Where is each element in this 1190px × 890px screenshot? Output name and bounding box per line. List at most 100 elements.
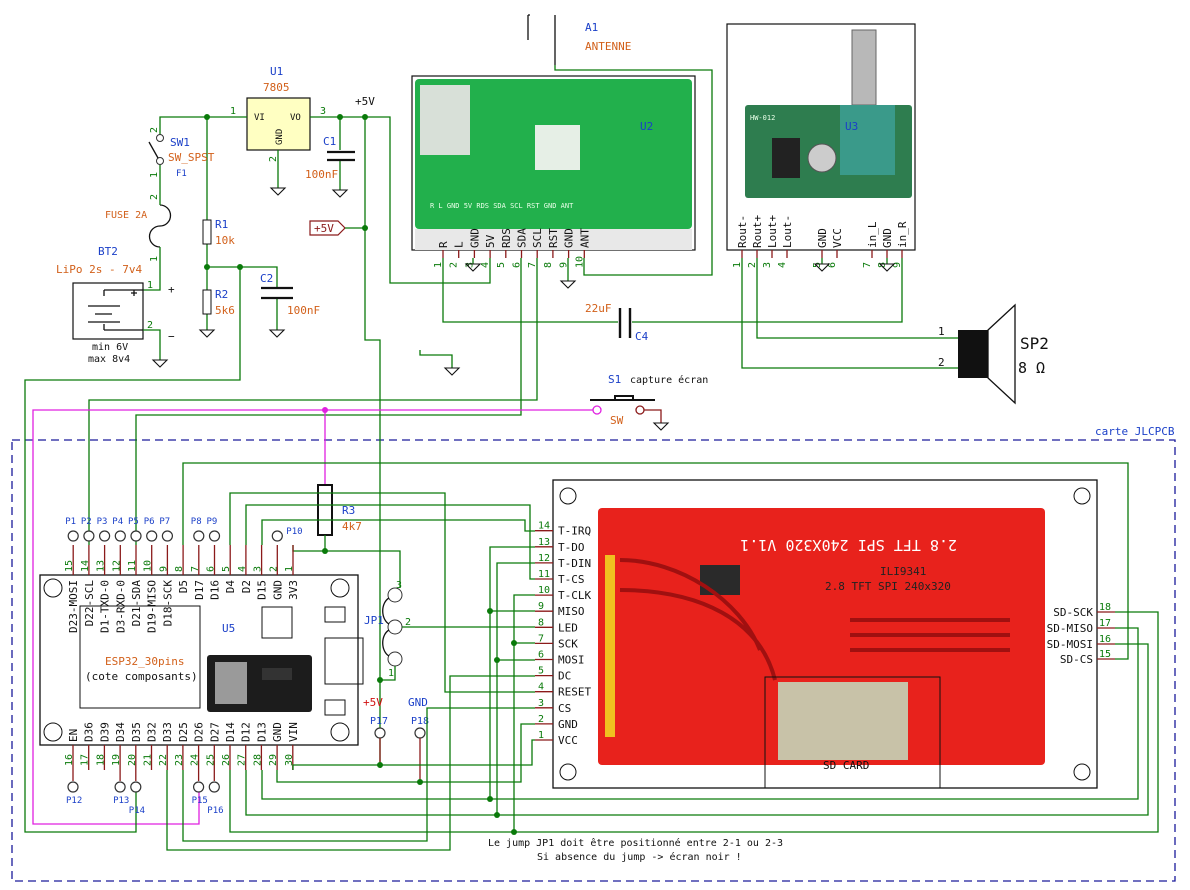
tft-pin-number: 10 — [538, 585, 550, 596]
radio-pin-number: 1 — [433, 262, 444, 268]
esp32-pin-label: D34 — [114, 722, 127, 742]
jumper-jp1[interactable]: JP1 3 2 1 — [364, 580, 411, 679]
svg-text:1: 1 — [149, 172, 160, 178]
amp-pin-8: GND 8 — [877, 228, 894, 268]
testpoint-p2[interactable]: P2 — [81, 517, 95, 542]
switch-sw1[interactable]: SW1 SW_SPST F1 2 1 — [148, 127, 215, 200]
testpoint-p13[interactable]: P13 — [113, 770, 129, 806]
svg-text:3: 3 — [320, 106, 326, 117]
svg-text:+5V: +5V — [314, 222, 334, 235]
testpoint-p4[interactable]: P4 — [112, 517, 126, 542]
svg-text:2.8 TFT SPI 240x320: 2.8 TFT SPI 240x320 — [825, 580, 951, 593]
radio-pin-2: L2 — [449, 241, 466, 268]
esp32-pin-number: 29 — [268, 754, 279, 766]
amp-pin-4: Lout-4 — [777, 215, 794, 268]
tft-pin-label: GND — [558, 718, 578, 731]
esp32-pin-label: 3V3 — [287, 580, 300, 600]
testpoint-p15[interactable]: P15 — [192, 770, 208, 806]
amp-pin-number: 3 — [762, 262, 773, 268]
esp32-pin-number: 9 — [158, 566, 169, 572]
radio-pin-number: 8 — [543, 262, 554, 268]
testpoint-p17[interactable]: +5V P17 — [363, 696, 388, 739]
testpoint-p6[interactable]: P6 — [144, 517, 158, 542]
esp32-pin-4: D24 — [237, 545, 253, 593]
svg-text:(cote composants): (cote composants) — [85, 670, 198, 683]
testpoint-p7[interactable]: P7 — [159, 517, 173, 542]
svg-text:JP1: JP1 — [364, 614, 384, 627]
esp32-module-u5: U5 ESP32_30pins (cote composants) 3V31GN… — [39, 545, 364, 770]
svg-text:P17: P17 — [370, 716, 388, 727]
testpoint-p1[interactable]: P1 — [65, 517, 79, 542]
testpoint-label: P1 — [65, 517, 76, 527]
esp32-pin-number: 24 — [190, 754, 201, 766]
testpoint-p8[interactable]: P8 — [191, 517, 205, 542]
testpoint-label: P7 — [159, 517, 170, 527]
radio-pin-number: 4 — [480, 262, 491, 268]
svg-text:GND: GND — [408, 696, 428, 709]
tft-pin-label: T-DIN — [558, 557, 591, 570]
tft-pin-t-din: T-DIN 12 — [535, 553, 591, 570]
radio-pin-number: 3 — [464, 262, 475, 268]
testpoint-label: P16 — [207, 806, 223, 816]
tft-pin-number: 12 — [538, 553, 550, 564]
testpoint-p14[interactable]: P14 — [129, 770, 145, 816]
radio-pin-number: 5 — [496, 262, 507, 268]
esp32-pin-label: D39 — [98, 722, 111, 742]
ground-icon — [813, 263, 831, 272]
testpoint-p9[interactable]: P9 — [207, 517, 221, 542]
resistor-r1: R1 10k — [202, 218, 235, 247]
testpoint-p16[interactable]: P16 — [207, 770, 224, 816]
radio-pin-label: RDS — [500, 228, 513, 248]
testpoint-p12[interactable]: P12 — [66, 770, 82, 806]
svg-text:7805: 7805 — [263, 81, 290, 94]
push-button-s1[interactable]: S1 capture écran SW — [590, 373, 708, 427]
board-outline — [11, 439, 1176, 882]
esp32-pin-label: D21-SDA — [130, 580, 143, 627]
testpoint-p3[interactable]: P3 — [97, 517, 111, 542]
tft-pin-number: 2 — [538, 714, 544, 725]
testpoint-p5[interactable]: P5 — [128, 517, 142, 542]
amp-pin-number: 8 — [877, 262, 888, 268]
ground-icon — [269, 187, 287, 196]
testpoint-p10[interactable]: P10 — [271, 527, 303, 542]
amp-pin-number: 5 — [812, 262, 823, 268]
svg-text:+: + — [168, 283, 175, 296]
esp32-pin-number: 4 — [237, 566, 248, 572]
svg-text:VO: VO — [290, 113, 301, 123]
testpoint-label: P3 — [97, 517, 108, 527]
esp32-pin-number: 18 — [95, 754, 106, 766]
svg-text:capture écran: capture écran — [630, 374, 708, 386]
antenna-a1: A1 ANTENNE — [527, 14, 631, 65]
svg-text:SW1: SW1 — [170, 136, 190, 149]
esp32-pin-label: D16 — [209, 580, 222, 600]
svg-text:ILI9341: ILI9341 — [880, 565, 926, 578]
svg-text:U5: U5 — [222, 622, 235, 635]
esp32-pin-number: 30 — [284, 754, 295, 766]
svg-text:2: 2 — [149, 194, 160, 200]
tft-pin-label: MISO — [558, 605, 585, 618]
radio-pin-label: R — [437, 241, 450, 248]
testpoint-p18[interactable]: GND P18 — [408, 696, 429, 739]
esp32-pin-5: D45 — [221, 545, 237, 593]
svg-text:100nF: 100nF — [305, 168, 338, 181]
esp32-pin-8: D58 — [174, 545, 190, 593]
amp-pin-label: GND — [816, 228, 829, 248]
ground-icon — [464, 263, 482, 272]
tft-pin-label: RESET — [558, 686, 591, 699]
svg-text:2: 2 — [268, 156, 279, 162]
esp32-pin-label: D27 — [208, 722, 221, 742]
esp32-pin-number: 2 — [268, 566, 279, 572]
esp32-pin-label: D19-MISO — [146, 580, 159, 633]
amp-pin-label: GND — [881, 228, 894, 248]
esp32-pin-number: 23 — [174, 754, 185, 766]
tft-pin-number: 14 — [538, 521, 550, 532]
